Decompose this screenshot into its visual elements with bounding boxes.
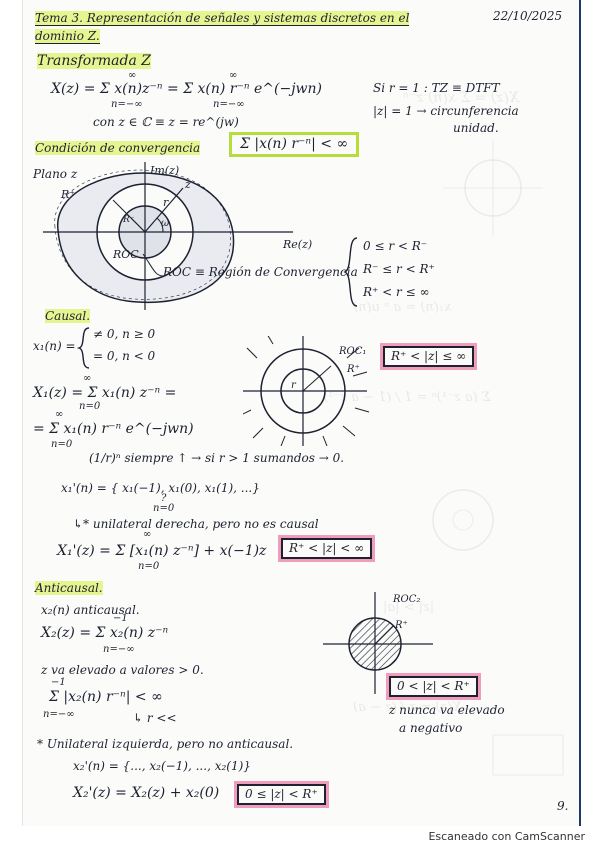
unilateral-right-note: ↳* unilateral derecha, pero no es causal — [73, 517, 319, 531]
radius-vector — [144, 187, 184, 233]
sum-upper-limit: ∞ — [55, 409, 64, 420]
omega-label: ω — [161, 218, 169, 229]
X2-convergence: Σ |x₂(n) r⁻ⁿ| < ∞ — [49, 689, 163, 705]
sum-upper-limit: ∞ — [229, 70, 238, 81]
r-small-note: ↳ r << — [133, 711, 177, 725]
roc-case-1: 0 ≤ r < R⁻ — [363, 239, 428, 253]
unit-circle-note-2: unidad. — [453, 121, 499, 135]
section-heading-causal: Causal. — [45, 309, 91, 323]
sum-lower-limit: n=−∞ — [103, 644, 135, 655]
sum-lower-limit: n=0 — [79, 401, 101, 412]
X2-prime-formula: X₂'(z) = X₂(z) + x₂(0) — [73, 785, 220, 801]
roc-case-2: R⁻ ≤ r < R⁺ — [363, 262, 435, 276]
section-heading-transformada: Transformada Z — [37, 53, 151, 69]
X1-prime-formula: X₁'(z) = Σ [x₁(n) z⁻ⁿ] + x(−1)z — [57, 543, 267, 559]
x1-lhs: x₁(n) = — [33, 339, 76, 353]
roc-definition: ROC ≡ Región de Convergencia — [163, 265, 358, 279]
transform-formula: X(z) = Σ x(n)z⁻ⁿ = Σ x(n) r⁻ⁿ e^(−jwn) — [51, 81, 323, 97]
page-title-line1: Tema 3. Representación de señales y sist… — [35, 11, 410, 26]
sum-upper-limit: ∞ — [128, 70, 137, 81]
roc2-rplus: R⁺ — [394, 620, 408, 631]
roc2-diagram: ROC₂ R⁺ — [323, 592, 433, 694]
question-mark: ? — [161, 493, 167, 504]
sum-upper-limit: −1 — [51, 677, 66, 688]
re-axis-label: Re(z) — [282, 238, 312, 251]
roc1-region-box: R⁺ < |z| ≤ ∞ — [379, 343, 478, 370]
r-label: r — [163, 196, 169, 209]
roc2-region-box: 0 < |z| < R⁺ — [386, 673, 481, 700]
roc-case-3: R⁺ < r ≤ ∞ — [363, 285, 430, 299]
x1-prime-def: x₁'(n) = { x₁(−1), x₁(0), x₁(1), ...} — [61, 481, 260, 495]
never-negative-note: z nunca va elevado — [389, 703, 505, 717]
scanner-watermark: Escaneado con CamScanner — [0, 826, 599, 848]
im-axis-label: Im(z) — [149, 164, 179, 177]
brace-icon — [343, 237, 358, 307]
sum-lower-limit: n=0 — [51, 439, 73, 450]
r-plus-label: R⁺ — [60, 188, 75, 201]
z-plane-diagram: Im(z) Re(z) z r ω R⁺ R⁻ ROC — [43, 162, 312, 310]
sum-upper-limit: −1 — [113, 613, 128, 624]
bleed-through-sketches — [432, 140, 564, 776]
r-minus-label: R⁻ — [122, 215, 135, 225]
n0-label: n=0 — [153, 503, 175, 514]
x2-anticausal-line: x₂(n) anticausal. — [41, 603, 140, 617]
brace-icon — [77, 327, 90, 369]
sum-lower-limit: n=0 — [138, 561, 160, 572]
x1-case-a: ≠ 0, n ≥ 0 — [93, 327, 156, 341]
notebook-page: X(z) = Σ x(n) z⁻ⁿ x₁(n) = a ⁿ u(n) Σ (a … — [22, 0, 581, 826]
z-definition: con z ∈ ℂ ≡ z = re^(jw) — [93, 115, 239, 129]
page-title-line2: dominio Z. — [35, 29, 100, 44]
sum-lower-limit: n=−∞ — [43, 709, 75, 720]
unilateral-left-note: * Unilateral izquierda, pero no anticaus… — [37, 737, 294, 751]
section-heading-anticausal: Anticausal. — [35, 581, 103, 595]
page-number: 9. — [557, 799, 569, 813]
unit-circle-note: |z| = 1 → circunferencia — [373, 104, 519, 118]
X1-formula: X₁(z) = Σ x₁(n) z⁻ⁿ = — [33, 385, 177, 401]
reciprocal-note: (1/r)ⁿ siempre ↑ → si r > 1 sumandos → 0… — [89, 451, 345, 465]
z-point-label: z — [184, 178, 191, 191]
X1-expanded: = Σ x₁(n) r⁻ⁿ e^(−jwn) — [33, 421, 194, 437]
x2-prime-def: x₂'(n) = {..., x₂(−1), ..., x₂(1)} — [73, 759, 251, 773]
roc1-diagram: ROC₁ R⁺ r — [243, 336, 370, 446]
convergence-label: Condición de convergencia — [35, 141, 201, 155]
sum-upper-limit: ∞ — [83, 373, 92, 384]
roc1-rplus: R⁺ — [346, 364, 360, 375]
z-positive-note: z va elevado a valores > 0. — [41, 663, 204, 677]
roc2-label: ROC₂ — [392, 594, 420, 605]
X2-formula: X₂(z) = Σ x₂(n) z⁻ⁿ — [41, 625, 169, 641]
plane-label: Plano z — [33, 167, 78, 181]
sum-lower-limit: n=−∞ — [213, 99, 245, 110]
roc1-r: r — [291, 380, 297, 391]
dtft-note: Si r = 1 : TZ ≡ DTFT — [373, 81, 500, 95]
sum-upper-limit: ∞ — [143, 529, 152, 540]
convergence-formula-box: Σ |x(n) r⁻ⁿ| < ∞ — [229, 132, 360, 157]
roc-label: ROC — [112, 248, 139, 261]
roc1-label: ROC₁ — [338, 346, 366, 357]
roc3-region-box: 0 ≤ |z| < R⁺ — [234, 781, 329, 808]
never-negative-note-2: a negativo — [399, 721, 463, 735]
x1-case-b: = 0, n < 0 — [93, 349, 156, 363]
roc-region-box: R⁺ < |z| < ∞ — [277, 535, 376, 562]
sum-lower-limit: n=−∞ — [111, 99, 143, 110]
date: 22/10/2025 — [493, 9, 563, 23]
r-minus-radius — [130, 217, 146, 233]
